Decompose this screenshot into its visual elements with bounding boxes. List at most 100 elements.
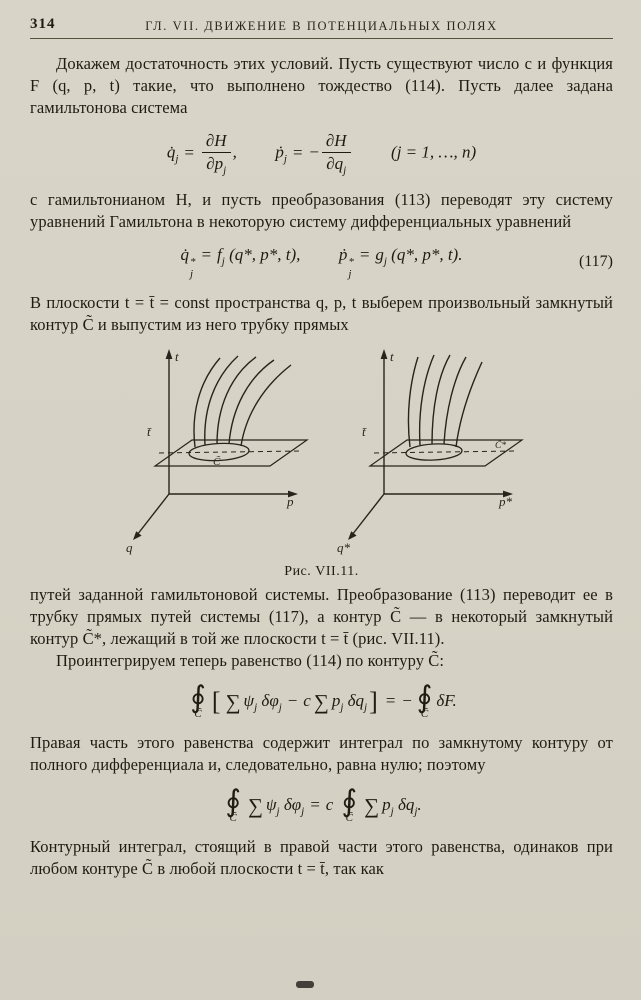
math-op-equals: =	[384, 691, 397, 711]
sum-sign: ∑	[225, 689, 241, 714]
page-number: 314	[30, 16, 56, 32]
formula-117: q̇*j=fj (q*, p*, t), ṗ*j=gj (q*, p*, t).…	[30, 245, 613, 281]
math-op-equals: =	[291, 142, 304, 162]
left-diagram	[132, 349, 309, 541]
p-axis-arrow	[287, 490, 298, 498]
math-sub-j: j	[364, 701, 368, 714]
sum-sign: ∑	[313, 689, 329, 714]
oint-sign: ∮	[190, 681, 206, 715]
tube-curve	[227, 359, 274, 445]
page-header: 314 ГЛ. VII. ДВИЖЕНИЕ В ПОТЕНЦИАЛЬНЫХ ПО…	[30, 16, 613, 39]
math-var-c: c	[325, 795, 334, 815]
math-op-minus: −	[286, 691, 299, 711]
math-sub-j: j	[283, 153, 287, 166]
math-var-dphi: δφ	[261, 691, 279, 711]
math-var-g: g	[375, 244, 384, 264]
math-var-c: c	[303, 691, 311, 711]
equation-number: (117)	[578, 253, 613, 271]
math-sub-j: j	[343, 163, 347, 176]
contour-integral: ∮C̃	[341, 785, 358, 824]
math-op-period: .	[417, 795, 422, 815]
paragraph-4: путей заданной гамильтоновой системы. Пр…	[30, 585, 613, 649]
math-op-equals: =	[309, 795, 321, 815]
math-var-dp: ∂p	[206, 153, 224, 173]
math-sub-j: j	[390, 805, 394, 818]
right-diagram	[347, 349, 524, 541]
t-axis-label: t	[390, 349, 394, 364]
paragraph-3: В плоскости t = t̄ = const пространства …	[30, 293, 613, 335]
tbar-label: t̄	[362, 424, 367, 439]
math-var-dF: δF.	[436, 691, 457, 711]
oint-limit: C̃	[229, 812, 237, 825]
fraction-numerator: ∂H	[321, 131, 351, 153]
math-var-f: f	[217, 244, 222, 264]
fraction-dH-dq: ∂H∂qj	[321, 131, 351, 177]
contour-label: C̃*	[495, 439, 506, 452]
math-var-pdot: ṗ	[275, 142, 284, 162]
plane	[367, 439, 524, 467]
oint-sign: ∮	[341, 785, 358, 819]
book-page: 314 ГЛ. VII. ДВИЖЕНИЕ В ПОТЕНЦИАЛЬНЫХ ПО…	[30, 16, 613, 879]
math-var-dphi: δφ	[283, 795, 302, 815]
math-op-comma: ,	[232, 142, 237, 162]
math-sub-j: j	[221, 254, 225, 267]
math-op-equals: =	[358, 244, 371, 264]
paragraph-2: с гамильтонианом H, и пусть преобразован…	[30, 189, 613, 231]
math-domain: (j = 1, …, n)	[391, 142, 477, 162]
q-axis	[135, 493, 170, 536]
math-var-dq: δq	[397, 795, 415, 815]
math-sub-j: j	[223, 163, 227, 176]
math-sub-j: j	[278, 701, 282, 714]
q-axis-arrow	[132, 531, 142, 541]
p-axis-label: p	[286, 494, 294, 509]
fraction-numerator: ∂H	[201, 131, 231, 153]
math-sub-j: j	[276, 805, 280, 818]
math-var-p: p	[331, 691, 341, 711]
math-supsub: *j	[190, 257, 196, 280]
math-args: (q*, p*, t).	[391, 244, 463, 264]
math-var-dq: δq	[347, 691, 365, 711]
t-axis-arrow	[380, 349, 387, 360]
plane	[152, 439, 309, 467]
tube-curve	[442, 356, 467, 445]
tube-curve	[418, 354, 435, 446]
level-line	[373, 450, 518, 454]
math-sub-j: j	[348, 267, 352, 280]
math-op-equals: =	[183, 142, 195, 162]
math-sub-j: j	[414, 805, 418, 818]
fraction-denominator: ∂pj	[202, 153, 231, 177]
paragraph-5: Проинтегрируем теперь равенство (114) по…	[56, 651, 445, 671]
contour-label: C̃	[213, 455, 221, 468]
paragraph-6: Правая часть этого равенства содержит ин…	[30, 733, 613, 775]
tube-curve	[430, 354, 451, 445]
q-axis-arrow	[347, 531, 357, 541]
math-var-psi: ψ	[265, 795, 277, 815]
math-sup-star: *	[348, 256, 354, 269]
figure-canvas: t t̄ C̃ p q t t̄	[126, 349, 524, 555]
tube-curve	[454, 361, 483, 448]
tube-curve	[215, 356, 256, 445]
tube-curve	[203, 355, 238, 446]
paragraph-1: Докажем достаточность этих условий. Пуст…	[30, 54, 613, 117]
contour-ellipse	[187, 442, 250, 462]
math-var-p: p	[382, 795, 391, 815]
left-bracket: [	[211, 686, 221, 716]
contour-integral: ∮C̃	[417, 683, 433, 720]
p-axis-arrow	[502, 490, 513, 498]
t-axis-arrow	[165, 349, 172, 360]
math-var-psi: ψ	[243, 691, 255, 711]
math-sub-j: j	[301, 805, 305, 818]
paragraph-7: Контурный интеграл, стоящий в правой час…	[30, 837, 613, 879]
q-axis-label: q	[126, 540, 133, 555]
formula-integral-identity: ∮C̃[∑ψj δφj−c∑pj δqj]=−∮C̃δF.	[30, 681, 613, 720]
math-var-pdot: ṗ	[338, 244, 348, 264]
tbar-label: t̄	[147, 424, 152, 439]
right-bracket: ]	[369, 686, 378, 716]
math-supsub: *j	[348, 257, 354, 280]
sum-sign: ∑	[364, 793, 380, 818]
scan-artifact	[296, 981, 314, 988]
oint-sign: ∮	[225, 785, 241, 819]
running-head: ГЛ. VII. ДВИЖЕНИЕ В ПОТЕНЦИАЛЬНЫХ ПОЛЯХ	[145, 19, 498, 33]
contour-integral: ∮C̃	[190, 681, 206, 720]
p-axis-label: p*	[498, 494, 513, 509]
